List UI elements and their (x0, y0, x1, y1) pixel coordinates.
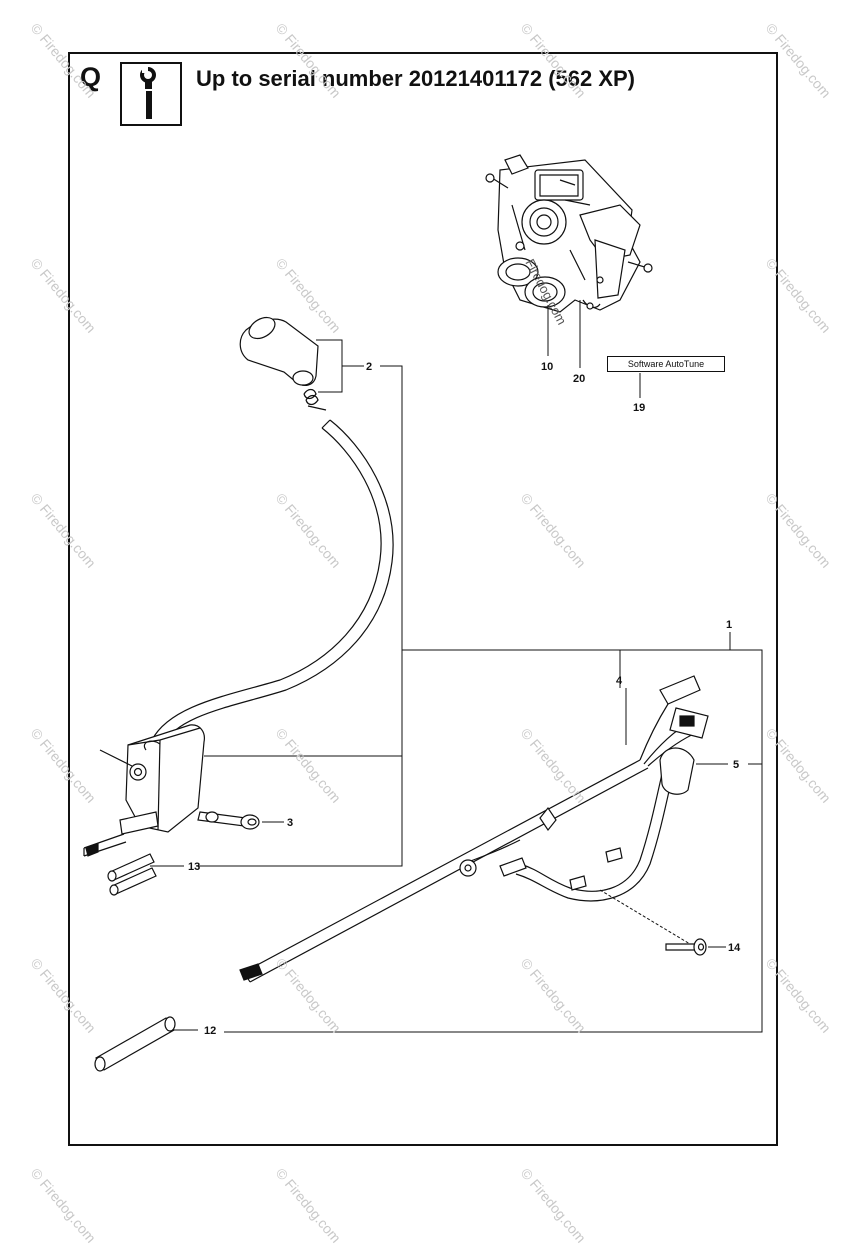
sleeve-12 (94, 1016, 176, 1072)
sleeves-13 (107, 853, 157, 896)
callout-4: 4 (616, 675, 623, 687)
drawing-frame (68, 52, 778, 1146)
callout-3: 3 (287, 817, 293, 829)
carburetor-leaders (547, 300, 641, 398)
parts-diagram: Firedog.com 10 20 19 (83, 154, 763, 1072)
info-wrench-icon (120, 62, 182, 126)
wiring-harness-4 (239, 675, 709, 983)
spark-plug-spring (303, 388, 327, 411)
cable-5 (499, 747, 695, 902)
callout-13: 13 (188, 861, 200, 873)
callout-14: 14 (728, 942, 741, 954)
callout-19: 19 (633, 402, 645, 414)
callout-2: 2 (366, 361, 372, 373)
callout-1: 1 (726, 619, 732, 631)
page-title: Up to serial number 20121401172 (562 XP) (196, 66, 636, 91)
callout-20: 20 (573, 373, 585, 385)
ht-lead (151, 419, 394, 747)
ignition-module (83, 724, 205, 857)
info-wrench-icon-graphic (140, 65, 156, 119)
leader-lines (150, 339, 763, 1033)
callout-12: 12 (204, 1025, 216, 1037)
screw-14 (665, 938, 707, 956)
callout-10: 10 (541, 361, 553, 373)
spark-plug-boot (239, 316, 319, 386)
section-letter: Q (80, 62, 102, 92)
carburetor-assembly (485, 154, 653, 313)
screw-3 (197, 811, 260, 830)
software-autotune-label: Software AutoTune (607, 356, 725, 372)
callout-5: 5 (733, 759, 739, 771)
